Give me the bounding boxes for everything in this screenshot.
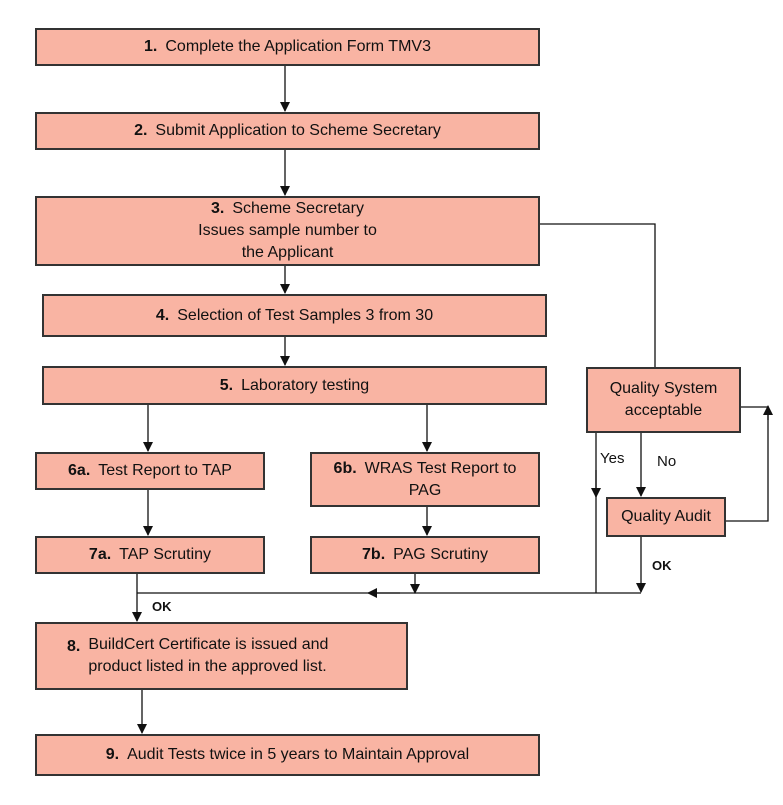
step-1-box: 1. Complete the Application Form TMV3 [35,28,540,66]
step-text: Audit Tests twice in 5 years to Maintain… [127,746,470,763]
step-9-box: 9. Audit Tests twice in 5 years to Mainta… [35,734,540,776]
step-text: BuildCert Certificate is issued and prod… [88,636,329,675]
step-number: 6a. [68,462,91,479]
step-4-box: 4. Selection of Test Samples 3 from 30 [42,294,547,337]
step-text: Selection of Test Samples 3 from 30 [177,306,434,324]
step-7b-box: 7b. PAG Scrutiny [310,536,540,574]
step-text: PAG Scrutiny [393,546,488,563]
step-number: 5. [219,376,234,394]
quality-system-text: Quality System acceptable [609,380,718,419]
ok-audit-label: OK [652,558,672,573]
step-5-box: 5. Laboratory testing [42,366,547,405]
step-3-box: 3.Scheme Secretary Issues sample number … [35,196,540,266]
step-text: 3.Scheme Secretary Issues sample number … [198,200,377,261]
step-text: Test Report to TAP [98,462,232,479]
step-text: Submit Application to Scheme Secretary [155,122,441,139]
step-2-box: 2. Submit Application to Scheme Secretary [35,112,540,150]
step-number: 1. [144,38,158,55]
step-6b-box: 6b.WRAS Test Report to PAG [310,452,540,507]
step-text: Complete the Application Form TMV3 [165,38,431,55]
step-number: 8. [67,638,81,655]
quality-audit-box: Quality Audit [606,497,726,537]
no-label: No [657,453,677,470]
step-8-box: 8. BuildCert Certificate is issued and pr… [35,622,408,690]
step-6a-box: 6a. Test Report to TAP [35,452,265,490]
step-number: 7b. [362,546,386,563]
step-7a-box: 7a. TAP Scrutiny [35,536,265,574]
step-number: 9. [105,746,120,763]
step-text: Laboratory testing [241,376,370,394]
step-number: 4. [155,306,170,324]
step-text: TAP Scrutiny [119,546,212,563]
quality-system-box: Quality System acceptable [586,367,741,433]
quality-audit-text: Quality Audit [621,508,711,525]
yes-label: Yes [600,450,625,467]
step-number: 2. [134,122,148,139]
step-text: 6b.WRAS Test Report to PAG [333,459,517,499]
step-number: 7a. [88,546,112,563]
ok-main-label: OK [152,599,172,614]
